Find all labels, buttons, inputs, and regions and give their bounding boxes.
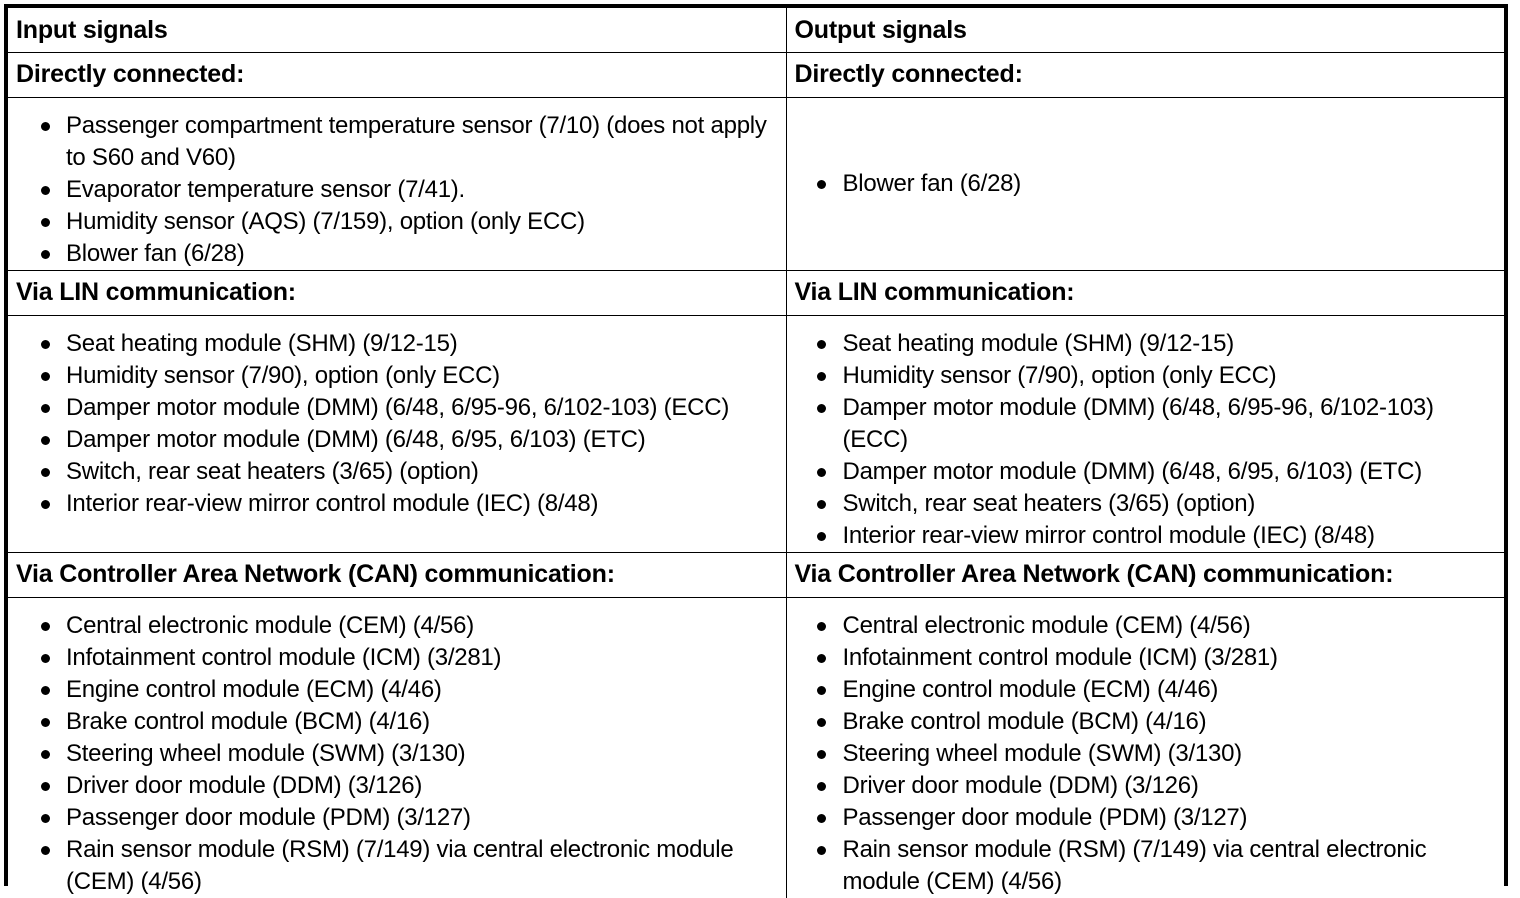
section-heading-row-directly-connected: Directly connected: Directly connected:: [8, 53, 1504, 98]
list-item: Passenger door module (PDM) (3/127): [787, 802, 1505, 834]
section-heading-cell-directly-connected-input: Directly connected:: [8, 53, 786, 98]
section-heading-row-can: Via Controller Area Network (CAN) commun…: [8, 553, 1504, 598]
section-content-row-directly-connected: Passenger compartment temperature sensor…: [8, 98, 1504, 271]
list-cell-directly-connected-input: Passenger compartment temperature sensor…: [8, 98, 786, 271]
section-heading-lin-output: Via LIN communication:: [787, 271, 1505, 313]
table-header-row: Input signals Output signals: [8, 8, 1504, 53]
list-item: Infotainment control module (ICM) (3/281…: [8, 642, 786, 674]
section-heading-cell-lin-output: Via LIN communication:: [786, 271, 1504, 316]
list-item: Blower fan (6/28): [787, 168, 1505, 200]
signal-table-frame: Input signals Output signals Directly co…: [4, 4, 1508, 886]
list-item: Steering wheel module (SWM) (3/130): [8, 738, 786, 770]
section-heading-cell-directly-connected-output: Directly connected:: [786, 53, 1504, 98]
input-output-signals-table: Input signals Output signals Directly co…: [8, 8, 1504, 898]
list-item: Central electronic module (CEM) (4/56): [8, 610, 786, 642]
column-header-input-signals: Input signals: [8, 8, 786, 52]
list-item: Damper motor module (DMM) (6/48, 6/95-96…: [787, 392, 1505, 456]
list-item: Rain sensor module (RSM) (7/149) via cen…: [787, 834, 1505, 898]
section-heading-cell-can-output: Via Controller Area Network (CAN) commun…: [786, 553, 1504, 598]
section-heading-can-input: Via Controller Area Network (CAN) commun…: [8, 553, 786, 595]
section-content-row-lin: Seat heating module (SHM) (9/12-15) Humi…: [8, 316, 1504, 553]
list-item: Infotainment control module (ICM) (3/281…: [787, 642, 1505, 674]
list-item: Engine control module (ECM) (4/46): [787, 674, 1505, 706]
section-heading-lin-input: Via LIN communication:: [8, 271, 786, 313]
list-item: Switch, rear seat heaters (3/65) (option…: [787, 488, 1505, 520]
section-heading-row-lin: Via LIN communication: Via LIN communica…: [8, 271, 1504, 316]
bullet-list-lin-output: Seat heating module (SHM) (9/12-15) Humi…: [787, 316, 1505, 552]
list-item: Driver door module (DDM) (3/126): [787, 770, 1505, 802]
list-cell-lin-input: Seat heating module (SHM) (9/12-15) Humi…: [8, 316, 786, 553]
list-item: Humidity sensor (7/90), option (only ECC…: [787, 360, 1505, 392]
section-heading-directly-connected-output: Directly connected:: [787, 53, 1505, 95]
bullet-list-can-output: Central electronic module (CEM) (4/56) I…: [787, 598, 1505, 898]
list-item: Damper motor module (DMM) (6/48, 6/95-96…: [8, 392, 786, 424]
list-item: Damper motor module (DMM) (6/48, 6/95, 6…: [8, 424, 786, 456]
list-item: Seat heating module (SHM) (9/12-15): [8, 328, 786, 360]
list-item: Humidity sensor (AQS) (7/159), option (o…: [8, 206, 786, 238]
section-heading-directly-connected-input: Directly connected:: [8, 53, 786, 95]
section-content-row-can: Central electronic module (CEM) (4/56) I…: [8, 598, 1504, 898]
list-item: Rain sensor module (RSM) (7/149) via cen…: [8, 834, 786, 898]
list-item: Damper motor module (DMM) (6/48, 6/95, 6…: [787, 456, 1505, 488]
bullet-list-lin-input: Seat heating module (SHM) (9/12-15) Humi…: [8, 316, 786, 520]
section-heading-cell-can-input: Via Controller Area Network (CAN) commun…: [8, 553, 786, 598]
list-item: Engine control module (ECM) (4/46): [8, 674, 786, 706]
bullet-list-directly-connected-output: Blower fan (6/28): [787, 168, 1505, 200]
list-item: Humidity sensor (7/90), option (only ECC…: [8, 360, 786, 392]
list-item: Brake control module (BCM) (4/16): [8, 706, 786, 738]
header-cell-output-signals: Output signals: [786, 8, 1504, 53]
bullet-list-can-input: Central electronic module (CEM) (4/56) I…: [8, 598, 786, 898]
list-item: Seat heating module (SHM) (9/12-15): [787, 328, 1505, 360]
list-item: Central electronic module (CEM) (4/56): [787, 610, 1505, 642]
list-cell-directly-connected-output: Blower fan (6/28): [786, 98, 1504, 271]
list-cell-can-output: Central electronic module (CEM) (4/56) I…: [786, 598, 1504, 898]
list-item: Steering wheel module (SWM) (3/130): [787, 738, 1505, 770]
list-item: Driver door module (DDM) (3/126): [8, 770, 786, 802]
list-item: Brake control module (BCM) (4/16): [787, 706, 1505, 738]
list-item: Interior rear-view mirror control module…: [787, 520, 1505, 552]
list-cell-can-input: Central electronic module (CEM) (4/56) I…: [8, 598, 786, 898]
header-cell-input-signals: Input signals: [8, 8, 786, 53]
list-item: Switch, rear seat heaters (3/65) (option…: [8, 456, 786, 488]
bullet-list-directly-connected-input: Passenger compartment temperature sensor…: [8, 98, 786, 270]
list-item: Blower fan (6/28): [8, 238, 786, 270]
section-heading-cell-lin-input: Via LIN communication:: [8, 271, 786, 316]
list-item: Interior rear-view mirror control module…: [8, 488, 786, 520]
section-heading-can-output: Via Controller Area Network (CAN) commun…: [787, 553, 1505, 595]
list-cell-lin-output: Seat heating module (SHM) (9/12-15) Humi…: [786, 316, 1504, 553]
list-item: Evaporator temperature sensor (7/41).: [8, 174, 786, 206]
list-item: Passenger compartment temperature sensor…: [8, 110, 786, 174]
column-header-output-signals: Output signals: [787, 8, 1505, 52]
list-item: Passenger door module (PDM) (3/127): [8, 802, 786, 834]
